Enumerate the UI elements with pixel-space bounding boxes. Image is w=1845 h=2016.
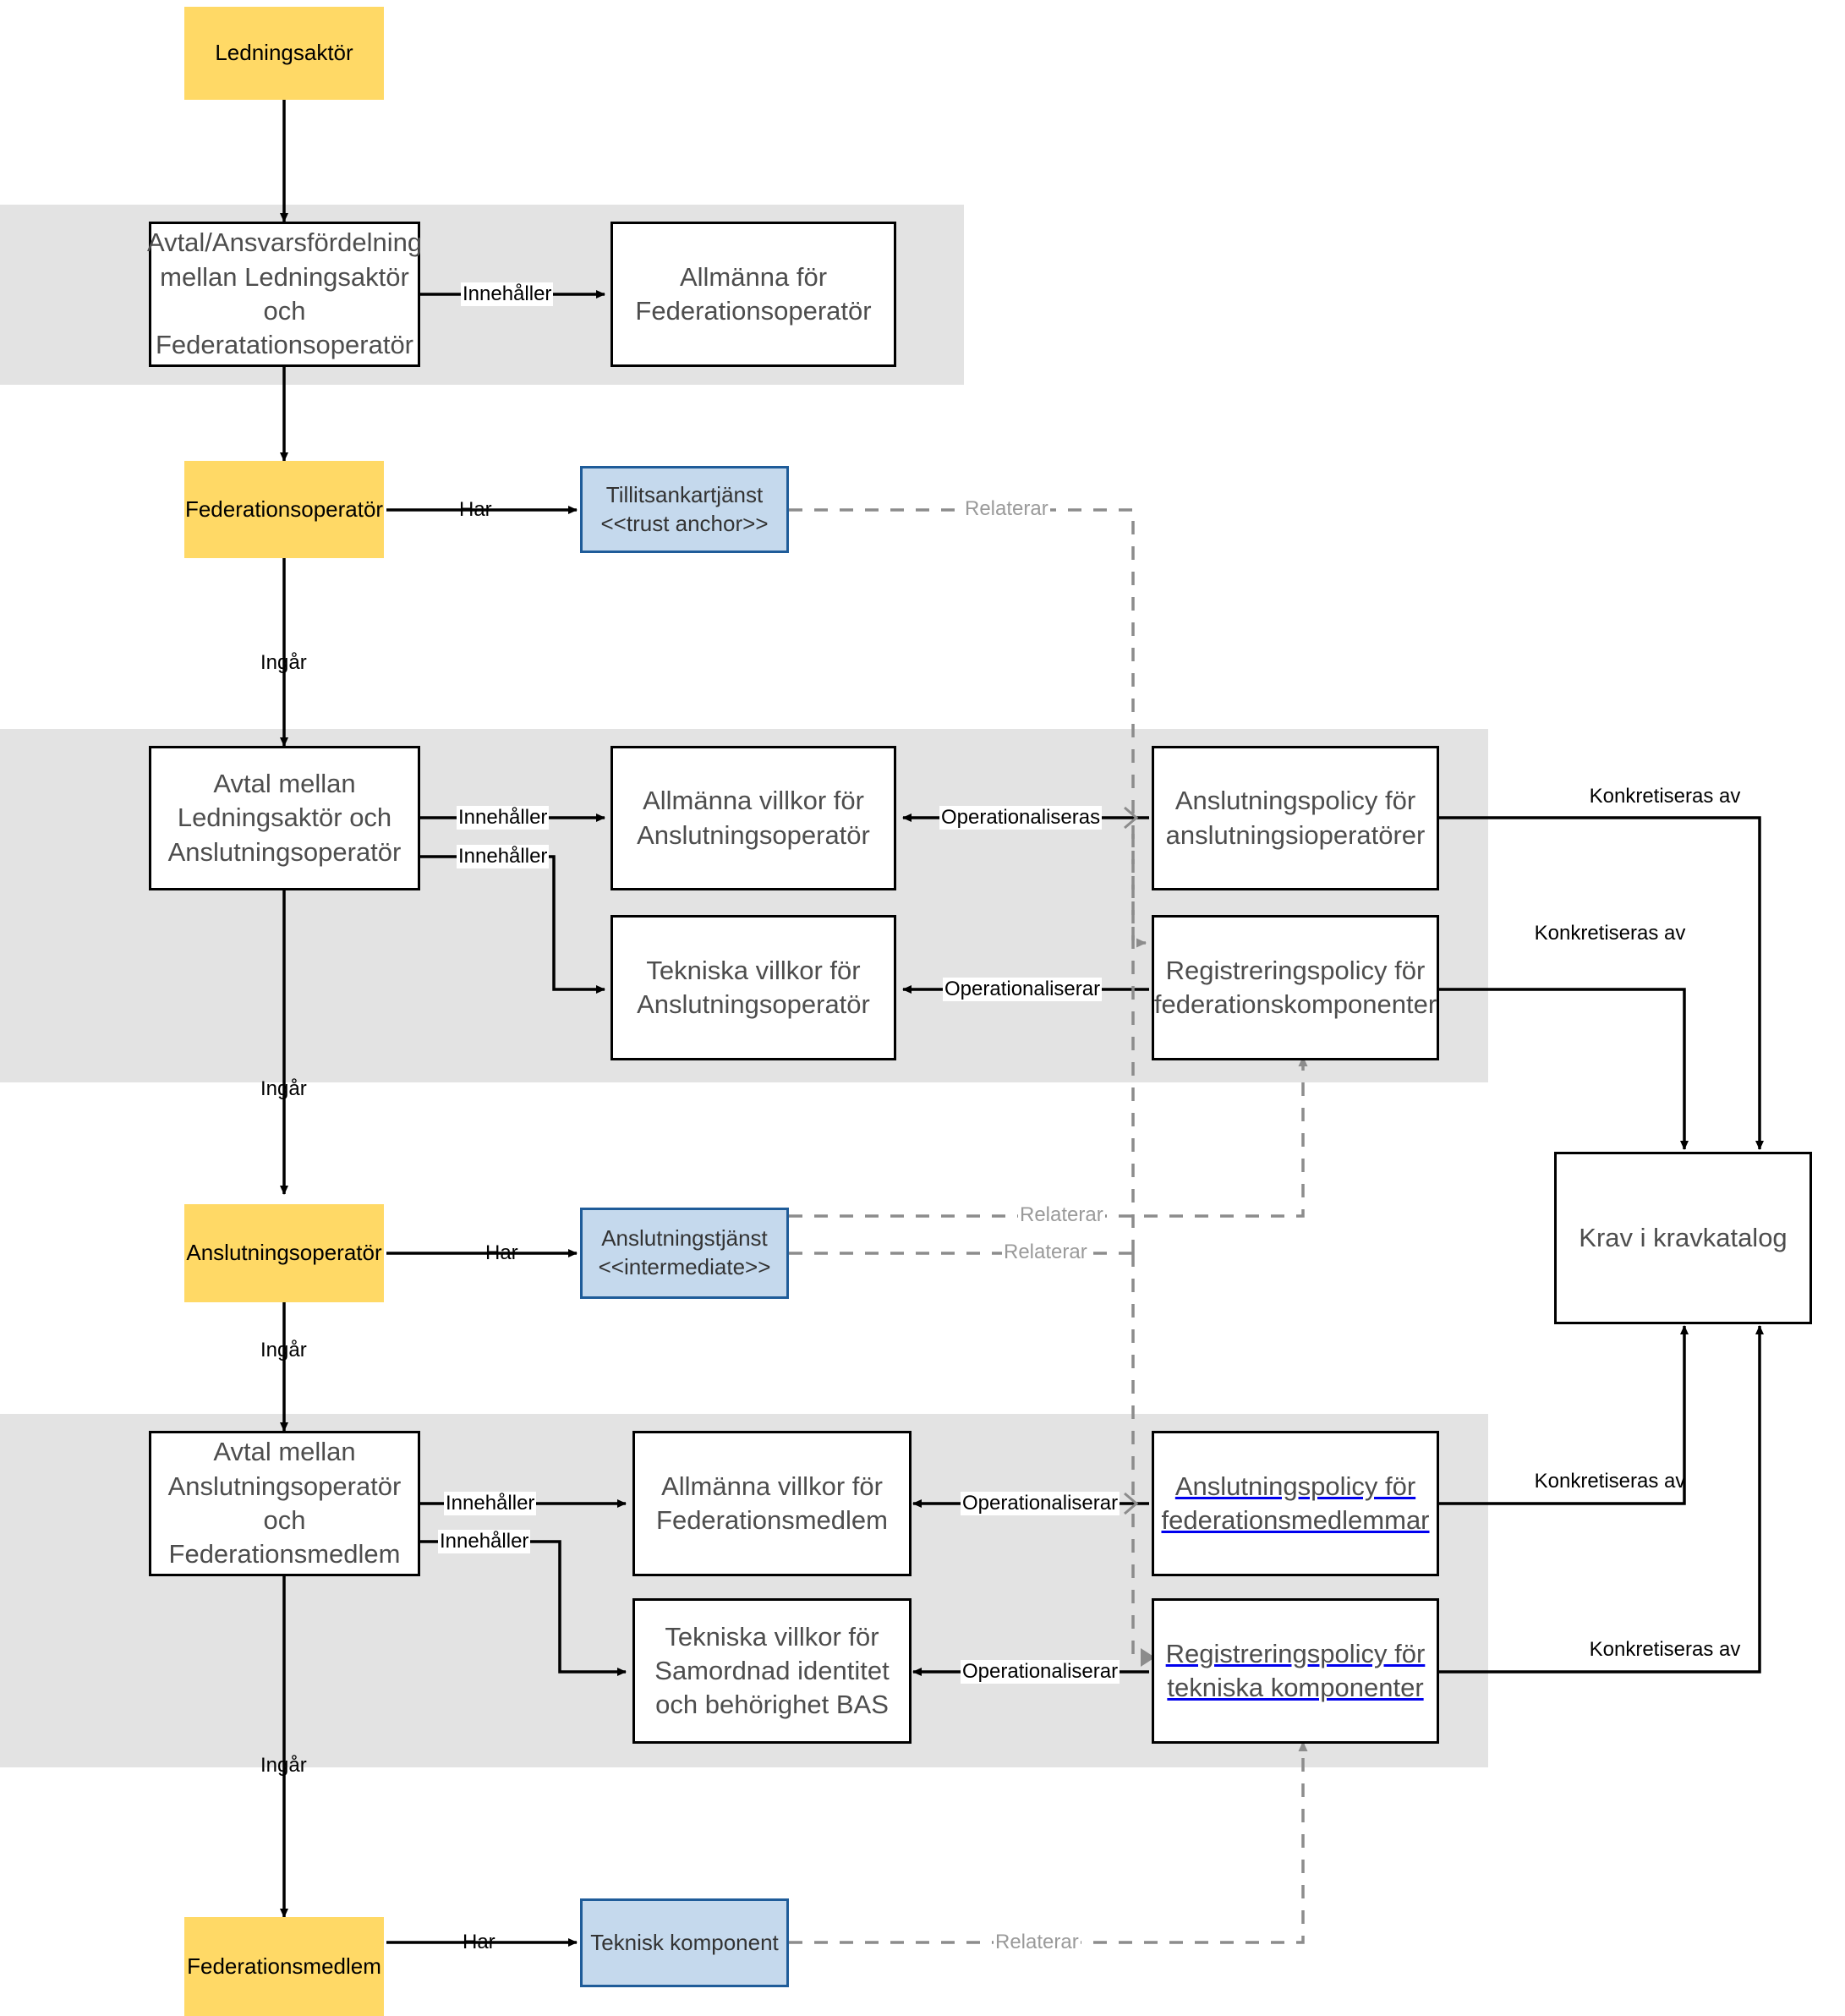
node-federationsmedlem[interactable]: Federationsmedlem <box>184 1917 384 2016</box>
edge-label-konkretiseras-av-1: Konkretiseras av <box>1589 785 1741 808</box>
node-label: Anslutningspolicy för anslutningsioperat… <box>1165 786 1426 850</box>
node-label: Federationsmedlem <box>187 1953 381 1979</box>
node-label-line2: <<intermediate>> <box>598 1254 771 1279</box>
edge-label-ingar-2: Ingår <box>260 1077 307 1100</box>
edge-label-operationaliserar-2: Operationaliserar <box>961 1492 1120 1515</box>
node-anslutningsoperator[interactable]: Anslutningsoperatör <box>184 1204 384 1302</box>
node-label: Allmänna villkor för Anslutningsoperatör <box>637 786 870 850</box>
edge-label-innehaller-5: Innehåller <box>438 1530 531 1553</box>
node-tekniska-villkor-anslutningsoperator[interactable]: Tekniska villkor för Anslutningsoperatör <box>610 915 896 1060</box>
edge-label-operationaliseras-1: Operationaliseras <box>939 806 1103 830</box>
edge-label-relaterar-1: Relaterar <box>963 497 1050 521</box>
edge-label-innehaller-3: Innehåller <box>457 845 550 868</box>
node-anslutningspolicy-anslutningsoperatorer[interactable]: Anslutningspolicy för anslutningsioperat… <box>1152 746 1439 890</box>
edge-label-innehaller-1: Innehåller <box>461 282 554 306</box>
edge-label-konkretiseras-av-3: Konkretiseras av <box>1534 1470 1686 1493</box>
node-allmanna-villkor-anslutningsoperator[interactable]: Allmänna villkor för Anslutningsoperatör <box>610 746 896 890</box>
edge-label-har-3: Har <box>463 1931 495 1953</box>
node-label: Teknisk komponent <box>590 1929 779 1955</box>
edge-label-ingar-3: Ingår <box>260 1339 307 1361</box>
node-label: Anslutningspolicy för federationsmedlemm… <box>1161 1471 1430 1535</box>
node-label: Tekniska villkor för Anslutningsoperatör <box>637 955 870 1019</box>
edge-label-operationaliserar-1: Operationaliserar <box>943 978 1103 1001</box>
edge-label-har-2: Har <box>485 1241 518 1264</box>
node-anslutningstjanst[interactable]: Anslutningstjänst <<intermediate>> <box>580 1208 789 1299</box>
node-avtal-ledningsaktor-federationsoperator[interactable]: Avtal/Ansvarsfördelning mellan Ledningsa… <box>147 222 422 367</box>
node-label: Avtal mellan Ledningsaktör och Anslutnin… <box>167 769 402 867</box>
node-allmanna-for-federationsoperator[interactable]: Allmänna för Federationsoperatör <box>610 222 896 367</box>
edge-label-ingar-4: Ingår <box>260 1754 307 1777</box>
node-label: Ledningsaktör <box>215 40 353 66</box>
node-allmanna-villkor-federationsmedlem[interactable]: Allmänna villkor för Federationsmedlem <box>632 1431 912 1576</box>
node-label: Federationsoperatör <box>184 496 384 522</box>
edge-label-relaterar-3: Relaterar <box>1002 1241 1089 1264</box>
node-avtal-ledningsaktor-anslutningsoperator[interactable]: Avtal mellan Ledningsaktör och Anslutnin… <box>149 746 420 890</box>
node-anslutningspolicy-federationsmedlemmar[interactable]: Anslutningspolicy för federationsmedlemm… <box>1152 1431 1439 1576</box>
edge-label-har-1: Har <box>459 498 492 521</box>
node-label: Avtal/Ansvarsfördelning mellan Ledningsa… <box>146 227 423 360</box>
edge-label-ingar-1: Ingår <box>260 651 307 674</box>
edge-label-innehaller-2: Innehåller <box>457 806 550 830</box>
edge-label-innehaller-4: Innehåller <box>444 1492 537 1515</box>
edge-label-konkretiseras-av-2: Konkretiseras av <box>1534 922 1686 945</box>
node-label: Tekniska villkor för Samordnad identitet… <box>654 1621 890 1720</box>
node-label: Avtal mellan Anslutningsoperatör och Fed… <box>167 1437 402 1570</box>
node-federationsoperator[interactable]: Federationsoperatör <box>184 461 384 558</box>
node-label-line1: Anslutningstjänst <box>601 1225 768 1252</box>
node-tekniska-villkor-bas[interactable]: Tekniska villkor för Samordnad identitet… <box>632 1598 912 1744</box>
node-registreringspolicy-federationskomponenter[interactable]: Registreringspolicy för federationskompo… <box>1152 915 1439 1060</box>
node-registreringspolicy-tekniska-komponenter[interactable]: Registreringspolicy för tekniska kompone… <box>1152 1598 1439 1744</box>
node-teknisk-komponent[interactable]: Teknisk komponent <box>580 1898 789 1987</box>
node-label: Registreringspolicy för tekniska kompone… <box>1165 1638 1426 1702</box>
node-label: Krav i kravkatalog <box>1579 1222 1788 1252</box>
node-label: Registreringspolicy för federationskompo… <box>1153 955 1437 1019</box>
edge-label-konkretiseras-av-4: Konkretiseras av <box>1589 1638 1741 1661</box>
node-ledningsaktor[interactable]: Ledningsaktör <box>184 7 384 100</box>
node-krav-i-kravkatalog[interactable]: Krav i kravkatalog <box>1554 1152 1812 1324</box>
node-avtal-anslutningsoperator-federationsmedlem[interactable]: Avtal mellan Anslutningsoperatör och Fed… <box>149 1431 420 1576</box>
edge-label-relaterar-2: Relaterar <box>1018 1203 1105 1227</box>
node-label: Anslutningsoperatör <box>186 1240 382 1266</box>
node-tillitsankartjanst[interactable]: Tillitsankartjänst <<trust anchor>> <box>580 466 789 553</box>
node-label: Allmänna villkor för Federationsmedlem <box>656 1471 888 1535</box>
edge-label-operationaliserar-3: Operationaliserar <box>961 1660 1120 1684</box>
edge-label-relaterar-4: Relaterar <box>994 1931 1081 1954</box>
node-label-line1: Tillitsankartjänst <box>605 481 764 507</box>
node-label-line2: <<trust anchor>> <box>600 510 769 536</box>
node-label: Allmänna för Federationsoperatör <box>635 261 872 326</box>
